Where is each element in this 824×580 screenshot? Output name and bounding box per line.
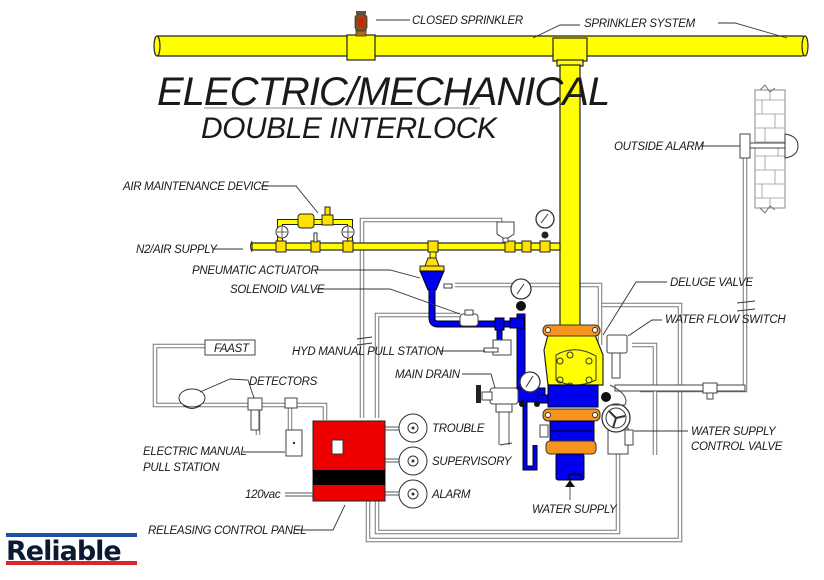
conduit-solenoid xyxy=(374,312,460,418)
riser-tee xyxy=(552,37,588,62)
label-detectors: DETECTORS xyxy=(249,376,318,388)
sprinkler-main-pipe xyxy=(154,35,806,57)
title-line-2: DOUBLE INTERLOCK xyxy=(201,112,499,145)
priming-line xyxy=(428,278,546,471)
label-electric-manual-2: PULL STATION xyxy=(143,462,220,474)
logo-text: Reliable xyxy=(6,536,121,567)
label-solenoid-valve: SOLENOID VALVE xyxy=(230,284,325,296)
label-main-drain: MAIN DRAIN xyxy=(395,369,461,381)
air-pressure-gauge xyxy=(535,209,555,229)
releasing-control-panel[interactable] xyxy=(312,420,386,502)
air-supply-pipe xyxy=(251,242,561,251)
title-line-1: ELECTRIC/MECHANICAL xyxy=(157,70,609,114)
label-outside-alarm: OUTSIDE ALARM xyxy=(614,141,704,153)
closed-sprinkler-icon xyxy=(354,11,368,37)
label-deluge-valve: DELUGE VALVE xyxy=(670,277,753,289)
water-flow-switch xyxy=(606,334,746,406)
panel-display xyxy=(331,439,344,455)
label-water-supply-control-1: WATER SUPPLY xyxy=(691,426,777,438)
outside-alarm-bell-icon xyxy=(739,133,799,159)
label-water-flow-switch: WATER FLOW SWITCH xyxy=(665,314,786,326)
label-closed-sprinkler: CLOSED SPRINKLER xyxy=(412,15,523,27)
trouble-bell-icon xyxy=(398,413,428,443)
logo-blue-bar xyxy=(6,533,137,537)
label-air-maintenance-device: AIR MAINTENANCE DEVICE xyxy=(122,181,269,193)
water-supply-control-valve xyxy=(601,392,634,455)
outside-alarm-wall xyxy=(754,84,786,214)
air-pressure-switch xyxy=(496,221,515,239)
label-hyd-manual-pull-station: HYD MANUAL PULL STATION xyxy=(292,346,444,358)
label-n2-air-supply: N2/AIR SUPPLY xyxy=(136,244,218,256)
smoke-detector-icon xyxy=(178,388,206,408)
label-water-supply: WATER SUPPLY xyxy=(532,504,618,516)
label-faast: FAAST xyxy=(214,343,250,355)
label-sprinkler-system: SPRINKLER SYSTEM xyxy=(584,18,696,30)
air-regulator xyxy=(297,213,315,229)
air-supply-line xyxy=(250,206,561,268)
sprinkler-tee xyxy=(346,34,376,61)
detection-devices xyxy=(178,339,303,457)
leader-lines xyxy=(199,19,788,531)
supervisory-bell-icon xyxy=(398,446,428,476)
sprinkler-system-piping xyxy=(153,34,809,331)
label-water-supply-control-2: CONTROL VALVE xyxy=(691,441,783,453)
label-alarm: ALARM xyxy=(431,489,471,501)
reliable-logo: Reliable xyxy=(6,533,137,567)
faast-box xyxy=(204,339,256,356)
label-trouble: TROUBLE xyxy=(432,423,485,435)
deluge-valve xyxy=(537,324,604,481)
label-supervisory: SUPERVISORY xyxy=(432,456,513,468)
water-pressure-gauge xyxy=(519,371,541,393)
logo-red-bar xyxy=(6,561,137,565)
main-drain-valve xyxy=(476,385,519,446)
power-120vac-wire xyxy=(285,492,315,497)
conduit-flow-switch xyxy=(632,342,658,455)
label-electric-manual-1: ELECTRIC MANUAL xyxy=(143,446,247,458)
water-supply-arrow-icon xyxy=(565,480,575,500)
label-pneumatic-actuator: PNEUMATIC ACTUATOR xyxy=(192,265,318,277)
pneumatic-actuator xyxy=(419,257,453,291)
label-120vac: 120vac xyxy=(245,489,281,501)
label-releasing-control-panel: RELEASING CONTROL PANEL xyxy=(148,525,306,537)
solenoid-valve xyxy=(459,313,479,327)
detector-tee xyxy=(247,397,263,411)
alarm-bell-icon xyxy=(398,479,428,509)
